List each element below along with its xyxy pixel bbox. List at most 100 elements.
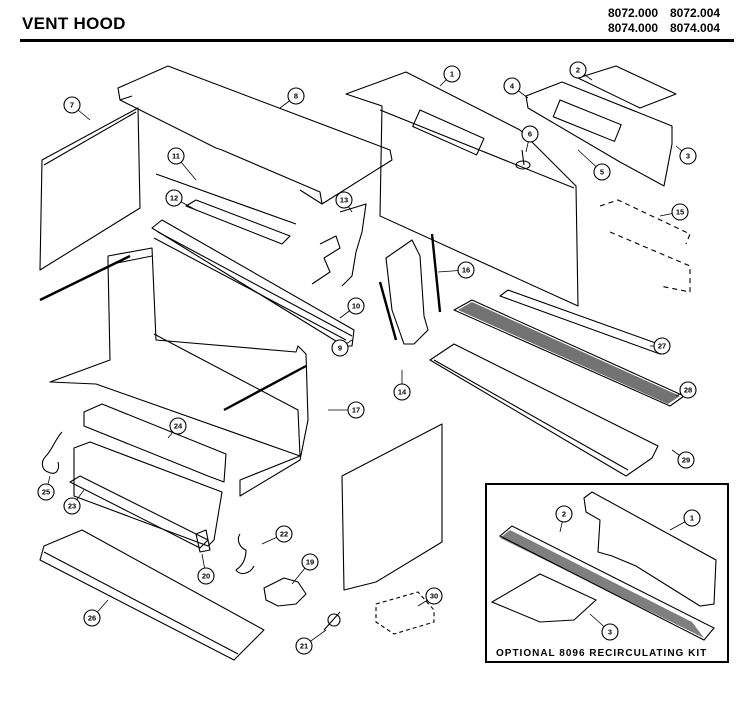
callout: 10 — [339, 297, 365, 319]
callout: 5 — [577, 149, 611, 181]
callout: 1 — [669, 509, 701, 531]
callout: 1 — [439, 65, 461, 87]
callout-number: 16 — [462, 266, 470, 275]
part-rods — [39, 233, 442, 412]
callout-number: 2 — [576, 66, 580, 75]
part-small-plate — [599, 199, 691, 293]
callout: 2 — [555, 505, 573, 533]
filter-mesh — [458, 302, 680, 404]
callout-number: 17 — [352, 406, 360, 415]
callout-circle — [347, 401, 365, 419]
part-front-rail — [151, 219, 355, 347]
model-number: 8072.000 — [608, 6, 659, 20]
callout: 3 — [589, 613, 619, 641]
callout-circle — [197, 567, 215, 585]
callout-circle — [63, 96, 81, 114]
callout: 3 — [675, 145, 697, 165]
kit-inset — [485, 483, 729, 663]
callout-circle — [347, 297, 365, 315]
callout-circle — [301, 553, 319, 571]
part-hood-body — [345, 71, 579, 307]
callout-number: 23 — [68, 502, 76, 511]
callout-number: 29 — [682, 456, 690, 465]
callout-number: 12 — [170, 194, 178, 203]
callout-number: 14 — [398, 388, 407, 397]
callout-number: 1 — [450, 70, 454, 79]
callout-number: 6 — [528, 130, 532, 139]
callout-circle — [295, 637, 313, 655]
callout-circle — [683, 509, 701, 527]
callout-number: 11 — [172, 152, 180, 161]
model-numbers: 8072.000 8072.004 8074.000 8074.004 — [608, 6, 732, 36]
callout-circle — [677, 451, 695, 469]
callout-number: 15 — [676, 208, 684, 217]
callout: 15 — [659, 203, 689, 221]
callout-circle — [569, 61, 587, 79]
callout: 2 — [569, 61, 593, 81]
callout: 23 — [63, 489, 85, 515]
part-filter-door — [341, 423, 443, 591]
callout: 11 — [167, 147, 197, 181]
model-number: 8072.004 — [670, 6, 721, 20]
model-number: 8074.000 — [608, 21, 659, 35]
part-blower — [375, 591, 435, 635]
callout-circle — [393, 383, 411, 401]
callout: 27 — [650, 337, 671, 355]
callout-number: 9 — [338, 344, 342, 353]
callout: 12 — [165, 189, 197, 211]
callout-circle — [425, 587, 443, 605]
callout-circle — [63, 497, 81, 515]
callout: 19 — [291, 553, 319, 585]
callout: 22 — [261, 525, 293, 545]
callout-number: 24 — [174, 422, 183, 431]
callout: 13 — [335, 191, 353, 213]
callout-number: 10 — [352, 302, 360, 311]
callout-number: 3 — [608, 628, 612, 637]
part-switch — [41, 431, 63, 474]
part-side-panel — [39, 107, 141, 271]
part-bottom-cover — [39, 529, 265, 661]
callout-number: 8 — [294, 92, 298, 101]
header-rule — [20, 39, 734, 42]
callout-number: 3 — [686, 152, 690, 161]
callout-circle — [83, 609, 101, 627]
callout-circle — [555, 505, 573, 523]
callout: 26 — [83, 599, 109, 627]
callout-number: 2 — [562, 510, 566, 519]
callout-circle — [679, 147, 697, 165]
callout: 25 — [37, 475, 55, 501]
callout: 14 — [393, 370, 411, 401]
kit-label: OPTIONAL 8096 RECIRCULATING KIT — [496, 648, 708, 659]
callout-number: 19 — [306, 558, 314, 567]
part-top-cover — [117, 65, 393, 205]
callout-number: 5 — [600, 168, 604, 177]
callout-number: 25 — [42, 488, 50, 497]
callout-circle — [287, 87, 305, 105]
callout-circle — [165, 189, 183, 207]
callout: 30 — [417, 587, 443, 607]
part-brackets — [155, 173, 367, 287]
part-lower-housing — [49, 247, 309, 497]
callout-circle — [169, 417, 187, 435]
part-control-frame — [73, 403, 227, 547]
part-side-bracket — [385, 239, 429, 345]
callout-circle — [457, 261, 475, 279]
callout-circle — [331, 339, 349, 357]
callout-circle — [601, 623, 619, 641]
callout-number: 30 — [430, 592, 438, 601]
callout-circle — [679, 381, 697, 399]
callout: 7 — [63, 96, 91, 121]
callout-circle — [671, 203, 689, 221]
callout: 16 — [437, 261, 475, 279]
callout-number: 21 — [300, 642, 308, 651]
part-motor — [263, 577, 341, 631]
callout-number: 1 — [690, 514, 694, 523]
callout-number: 20 — [202, 572, 210, 581]
callout-circle — [521, 125, 539, 143]
callout: 4 — [503, 77, 529, 99]
callout-circle — [593, 163, 611, 181]
callout: 28 — [675, 381, 697, 399]
model-number: 8074.004 — [670, 21, 721, 35]
